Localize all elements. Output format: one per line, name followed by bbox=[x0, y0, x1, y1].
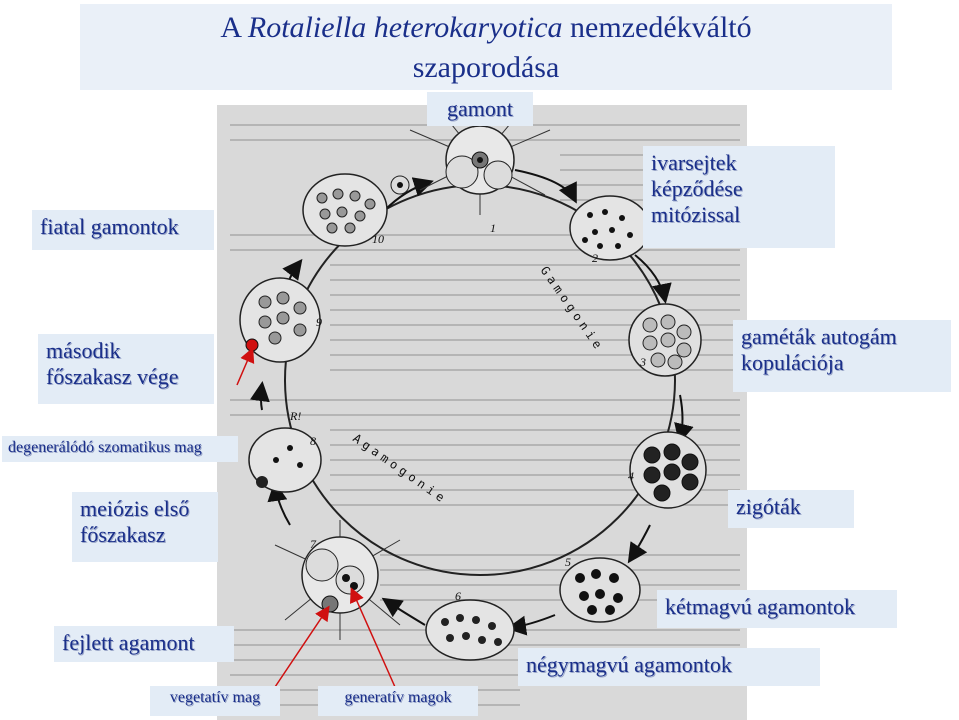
stage-number-4: 4 bbox=[628, 469, 634, 483]
stage-number-5: 5 bbox=[565, 555, 571, 569]
stage-3-cell bbox=[628, 303, 702, 377]
pointer-arrows bbox=[236, 347, 396, 688]
species-name: Rotaliella heterokaryotica bbox=[247, 11, 563, 44]
stage-number-7: 7 bbox=[310, 537, 317, 551]
stage-1-gamont-cell bbox=[409, 109, 551, 215]
stage-number-6: 6 bbox=[455, 589, 461, 603]
label-zigotak: zigóták bbox=[728, 490, 854, 528]
label-meiozis: meiózis első főszakasz bbox=[72, 492, 218, 562]
stage-10-cell bbox=[302, 173, 410, 247]
title-line-1: A Rotaliella heterokaryotica nemzedékvál… bbox=[220, 11, 752, 44]
label-ketmagvu-agamontok: kétmagvú agamontok bbox=[657, 590, 897, 628]
label-generativ-magok: generatív magok bbox=[318, 686, 478, 716]
title-box: A Rotaliella heterokaryotica nemzedékvál… bbox=[80, 4, 892, 90]
stage-6-cell bbox=[425, 599, 515, 661]
stage-2-cell bbox=[569, 195, 651, 261]
label-fiatal-gamontok: fiatal gamontok bbox=[32, 210, 214, 250]
label-degeneralodo: degenerálódó szomatikus mag bbox=[2, 436, 238, 462]
stage-number-1: 1 bbox=[490, 221, 496, 235]
stage-9-cell bbox=[239, 277, 321, 363]
r-mark: R! bbox=[289, 409, 301, 423]
stage-7-agamont-cell bbox=[274, 520, 401, 640]
title-line-2: szaporodása bbox=[412, 51, 560, 84]
stage-4-cell bbox=[629, 431, 707, 509]
label-masodik-foszakasz: második főszakasz vége bbox=[38, 334, 214, 404]
stage-5-cell bbox=[559, 557, 641, 623]
label-ivarsejtek: ivarsejtek képződése mitózissal bbox=[643, 146, 835, 248]
stage-8-cell bbox=[248, 427, 322, 493]
label-vegetativ-mag: vegetatív mag bbox=[150, 686, 280, 716]
label-gamont: gamont bbox=[427, 92, 533, 126]
stage-number-2: 2 bbox=[592, 251, 598, 265]
stage-number-9: 9 bbox=[316, 315, 322, 329]
label-fejlett-agamont: fejlett agamont bbox=[54, 626, 234, 662]
stage-number-8: 8 bbox=[310, 434, 316, 448]
label-negymagvu-agamontok: négymagvú agamontok bbox=[518, 648, 820, 686]
stage-number-10: 10 bbox=[372, 232, 384, 246]
stage-number-3: 3 bbox=[639, 355, 646, 369]
agamogonie-label: Agamogonie bbox=[350, 431, 450, 507]
label-gametak-autogam: gaméták autogám kopulációja bbox=[733, 320, 951, 392]
